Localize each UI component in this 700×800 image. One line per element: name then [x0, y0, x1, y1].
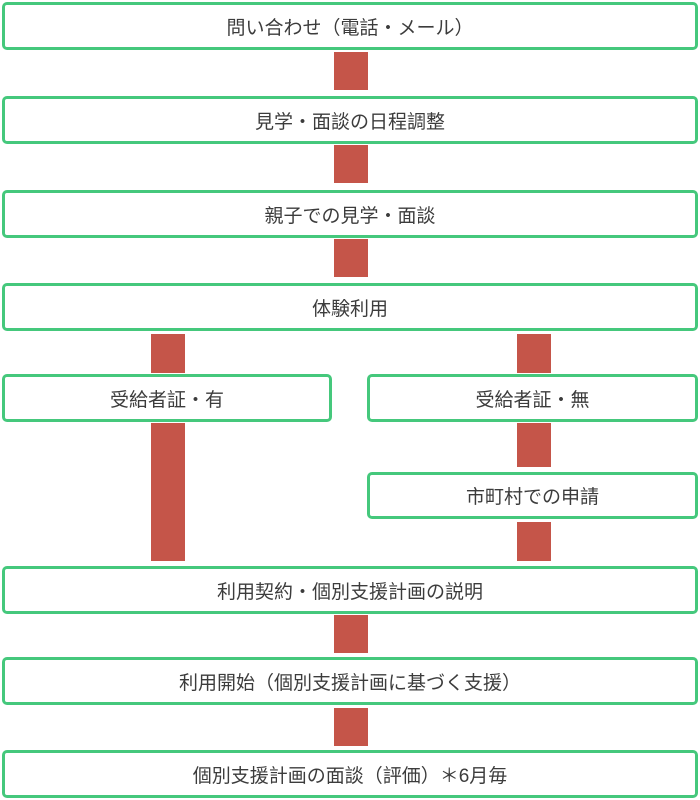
arrow-down-connector [334, 145, 368, 183]
arrow-down-connector-right-branch [517, 522, 551, 561]
arrow-down-connector-right-branch [517, 423, 551, 467]
flow-step-plan-evaluation-interview: 個別支援計画の面談（評価）＊6月毎 [2, 750, 698, 798]
flow-step-municipal-application: 市町村での申請 [367, 472, 698, 519]
flow-step-certificate-yes: 受給者証・有 [2, 374, 332, 422]
flow-step-parent-child-visit: 親子での見学・面談 [2, 190, 698, 238]
arrow-down-connector-left-branch [151, 423, 185, 561]
flow-step-inquiry: 問い合わせ（電話・メール） [2, 2, 698, 50]
arrow-down-connector-right-branch [517, 334, 551, 373]
arrow-down-connector [334, 239, 368, 277]
arrow-down-connector [334, 52, 368, 90]
arrow-down-connector-left-branch [151, 334, 185, 373]
flow-step-service-start: 利用開始（個別支援計画に基づく支援） [2, 657, 698, 705]
flow-step-contract-plan-explanation: 利用契約・個別支援計画の説明 [2, 566, 698, 614]
arrow-down-connector [334, 708, 368, 746]
flow-step-certificate-no: 受給者証・無 [367, 374, 698, 422]
flow-step-scheduling: 見学・面談の日程調整 [2, 96, 698, 144]
flow-step-trial-use: 体験利用 [2, 283, 698, 331]
arrow-down-connector [334, 615, 368, 653]
